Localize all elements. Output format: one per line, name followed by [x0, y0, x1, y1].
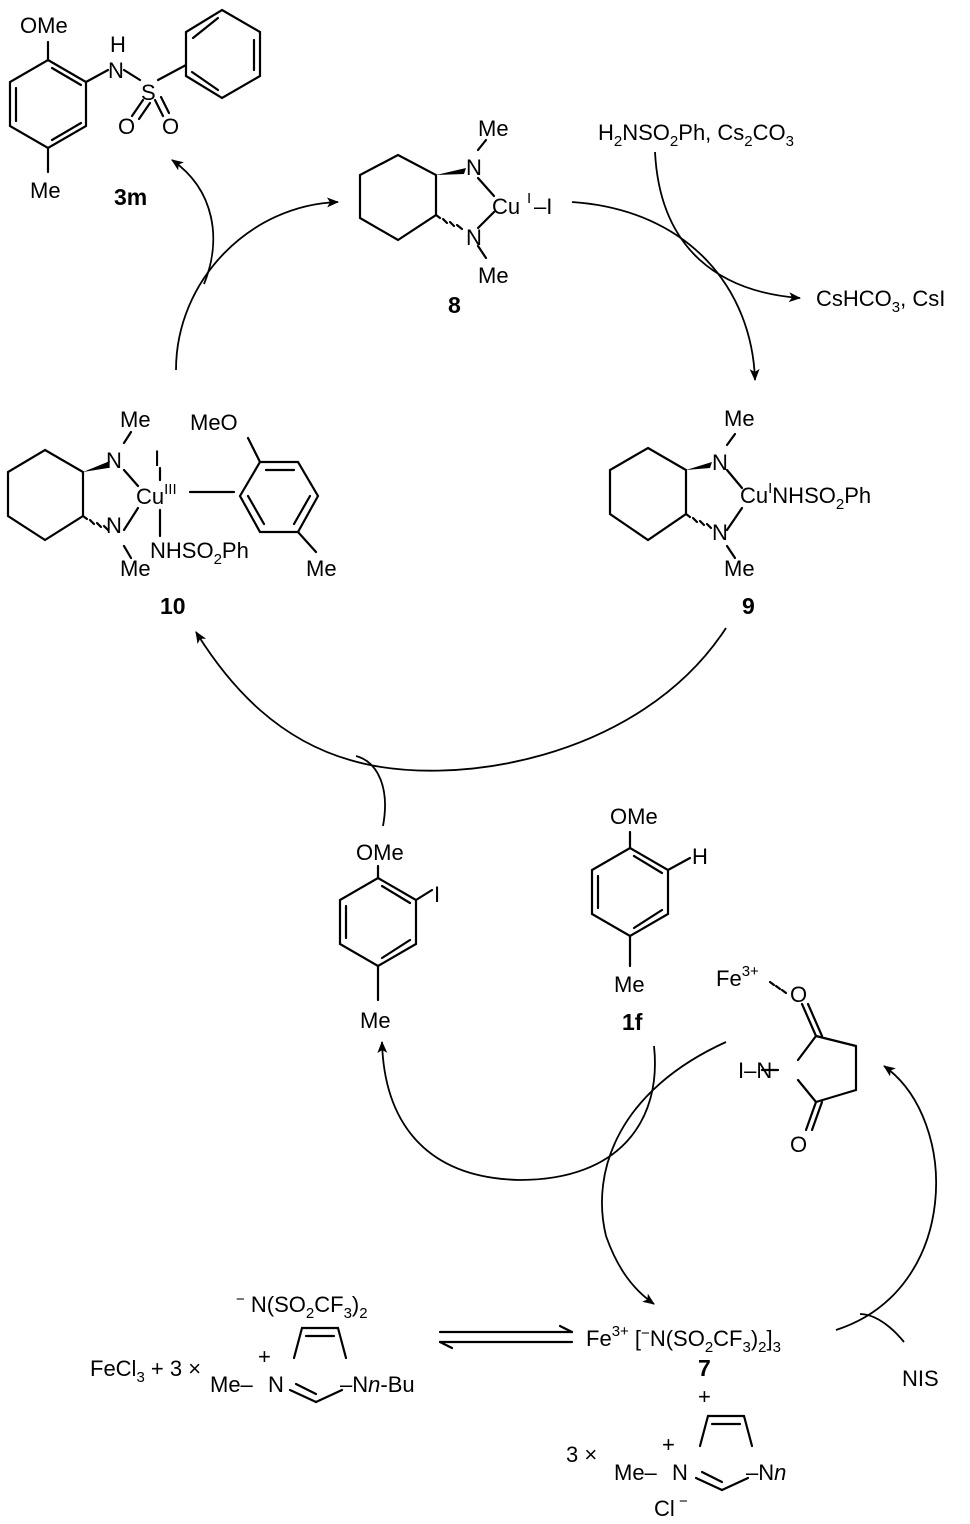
compound-label-3m: 3m: [114, 184, 147, 210]
8-methyl-bottom-label: Me: [478, 263, 509, 288]
nis-reagent-label: NIS: [902, 1366, 939, 1391]
10-iodide-label: I: [154, 446, 160, 471]
10-nitrogen-top-label: N: [106, 448, 122, 473]
fe-coordinated-label: Fe3+: [716, 963, 759, 991]
8-nitrogen-bottom-label: N: [466, 225, 482, 250]
cycle-arrows: [171, 151, 937, 1343]
equilibrium-arrows: [438, 1324, 574, 1350]
iodoarene-iodo-label: I: [434, 882, 440, 907]
compound-1f-structure: [590, 830, 692, 968]
imidazolium-1-plus: +: [258, 1344, 271, 1369]
10-methyl-top-label: Me: [120, 407, 151, 432]
9-nitrogen-top-label: N: [712, 450, 728, 475]
imidazolium-ring-1: [288, 1326, 348, 1404]
imidazolium-1-n1-butyl: –Nn-Bu: [340, 1372, 415, 1397]
8-methyl-top-label: Me: [478, 116, 509, 141]
chloride-counterion: Cl −: [654, 1493, 688, 1521]
three-times-label: 3 ×: [566, 1442, 597, 1467]
10-sulfonamide-label: NHSO2Ph: [150, 538, 249, 568]
8-nitrogen-top-label: N: [466, 155, 482, 180]
9-methyl-bottom-label: Me: [724, 556, 755, 581]
3m-methoxy-label: OMe: [20, 13, 68, 38]
8-iodide-label: –I: [534, 194, 552, 219]
3m-oxygen-2-label: O: [162, 114, 179, 139]
byproducts-cshco3-csi: CsHCO3, CsI: [816, 286, 945, 316]
1f-hydrogen-label: H: [692, 844, 708, 869]
imidazolium-2-n3: N: [672, 1460, 688, 1485]
3m-nh-n-label: N: [108, 58, 124, 83]
triflimide-anion-label: − N(SO2CF3)2: [236, 1291, 368, 1322]
imidazolium-2-n1-butyl: –Nn: [746, 1460, 786, 1485]
fecl3-reagent: FeCl3 + 3 ×: [90, 1356, 201, 1386]
complex-9-structure: [608, 432, 744, 560]
complex-10-structure: [6, 430, 320, 560]
3m-oxygen-1-label: O: [118, 114, 135, 139]
3m-methyl-label: Me: [30, 178, 61, 203]
8-copper-label: Cu: [492, 194, 520, 219]
iodoarene-structure: [338, 864, 434, 1002]
imidazolium-1-n3: N: [268, 1372, 284, 1397]
10-nitrogen-bottom-label: N: [106, 513, 122, 538]
compound-label-7: 7: [698, 1355, 711, 1381]
imidazolium-2-plus: +: [662, 1432, 675, 1457]
iodoarene-methyl-label: Me: [360, 1008, 391, 1033]
9-methyl-top-label: Me: [724, 406, 755, 431]
compound-label-1f: 1f: [622, 1009, 643, 1035]
fe-triflimide-catalyst-7: Fe3+ [−N(SO2CF3)2]3: [586, 1323, 781, 1356]
imidazolium-ring-2: [694, 1414, 754, 1492]
1f-methyl-label: Me: [614, 972, 645, 997]
complex-8-structure: [358, 138, 496, 260]
nis-iodo-n-label: I–N: [738, 1058, 772, 1083]
nis-fe-structure: [760, 980, 858, 1132]
reagent-h2nso2ph-cs2co3: H2NSO2Ph, Cs2CO3: [598, 120, 794, 150]
plus-sign: +: [698, 1384, 711, 1409]
9-nitrogen-bottom-label: N: [712, 520, 728, 545]
nis-oxygen-bottom-label: O: [790, 1132, 807, 1157]
10-methyl-bottom-label: Me: [120, 556, 151, 581]
product-3m-structure: [8, 8, 262, 174]
1f-methoxy-label: OMe: [610, 804, 658, 829]
nis-oxygen-top-label: O: [790, 982, 807, 1007]
10-copper-label: CuIII: [136, 481, 177, 509]
compound-label-10: 10: [160, 593, 186, 619]
compound-label-9: 9: [742, 593, 755, 619]
imidazolium-1-methyl: Me–: [210, 1372, 254, 1397]
10-methoxy-label: MeO: [190, 410, 238, 435]
8-oxidation-state-label: I: [527, 190, 531, 207]
9-complex-label: CuINHSO2Ph: [740, 480, 871, 513]
compound-label-8: 8: [448, 292, 461, 318]
10-aryl-methyl-label: Me: [306, 556, 337, 581]
iodoarene-methoxy-label: OMe: [356, 840, 404, 865]
3m-nh-h-label: H: [110, 32, 126, 57]
imidazolium-2-methyl: Me–: [614, 1460, 658, 1485]
3m-sulfur-label: S: [141, 80, 156, 105]
